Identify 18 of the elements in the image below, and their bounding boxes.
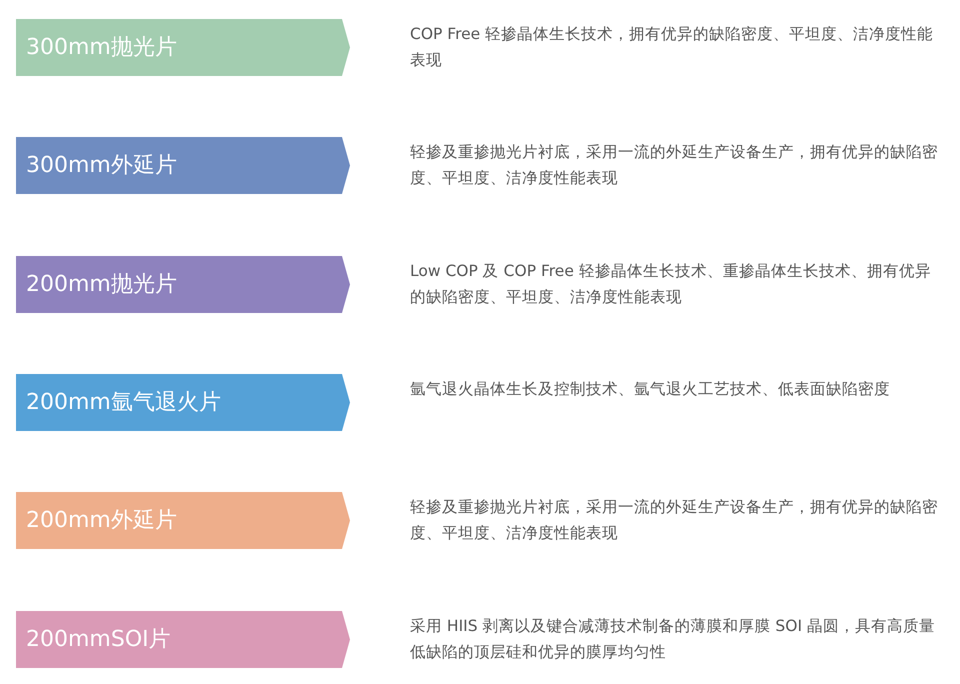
label-text: 300mm外延片 <box>26 152 177 180</box>
description-text: Low COP 及 COP Free 轻掺晶体生长技术、重掺晶体生长技术、拥有优异的缺陷密度、平坦度、洁净度性能表现 <box>410 261 932 308</box>
label-text: 300mm抛光片 <box>26 34 177 62</box>
chevron-label <box>16 611 350 668</box>
description-text: 轻掺及重掺抛光片衬底，采用一流的外延生产设备生产，拥有优异的缺陷密度、平坦度、洁净度性能表现 <box>410 497 939 544</box>
chevron-label <box>16 492 350 549</box>
description-text: COP Free 轻掺晶体生长技术，拥有优异的缺陷密度、平坦度、洁净度性能表现 <box>410 24 934 71</box>
description-text: 氩气退火晶体生长及控制技术、氩气退火工艺技术、低表面缺陷密度 <box>410 379 891 400</box>
chevron-label <box>16 137 350 194</box>
label-text: 200mm氩气退火片 <box>26 389 221 417</box>
chevron-label <box>16 374 350 431</box>
label-text: 200mm外延片 <box>26 507 177 535</box>
chevron-label <box>16 19 350 76</box>
description-text: 采用 HIIS 剥离以及键合减薄技术制备的薄膜和厚膜 SOI 晶圆，具有高质量低缺陷的顶层硅和优异的膜厚均匀性 <box>410 616 936 663</box>
description-text: 轻掺及重掺抛光片衬底，采用一流的外延生产设备生产，拥有优异的缺陷密度、平坦度、洁净度性能表现 <box>410 142 939 189</box>
label-text: 200mmSOI片 <box>26 626 171 654</box>
label-text: 200mm抛光片 <box>26 271 177 299</box>
chevron-label <box>16 256 350 313</box>
